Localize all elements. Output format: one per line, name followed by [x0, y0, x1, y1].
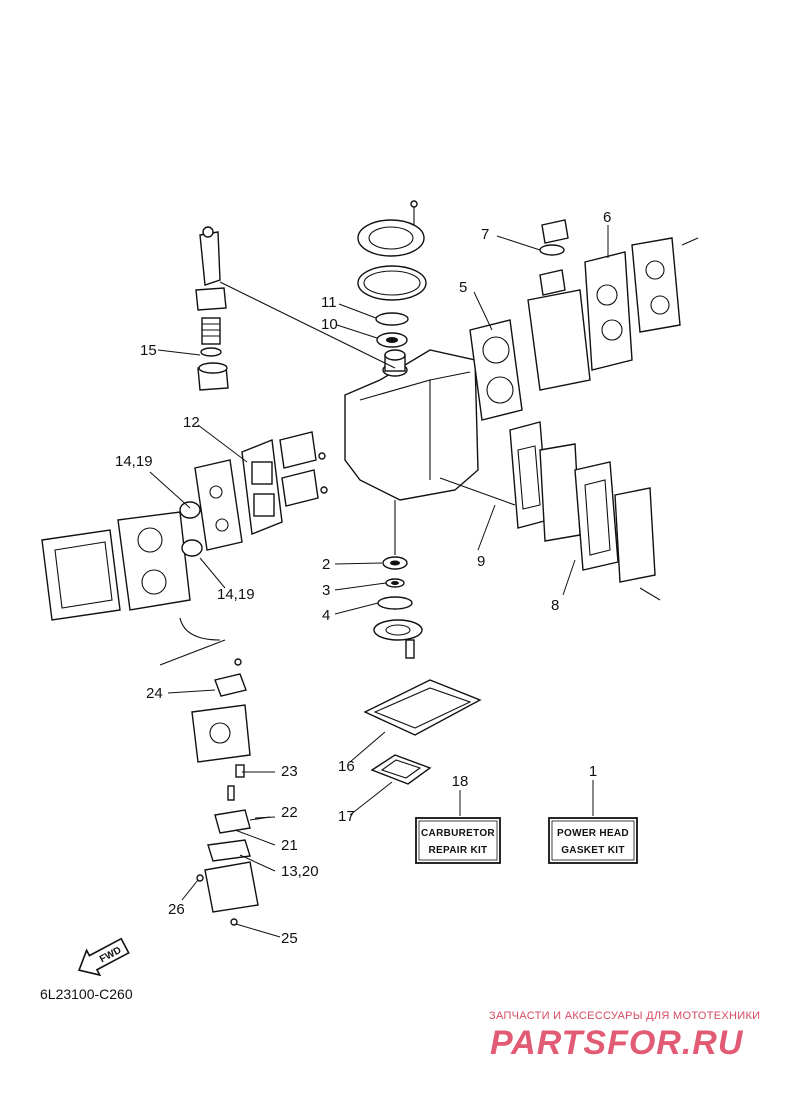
carb-kit-line2: REPAIR KIT	[429, 845, 488, 856]
carburetor-kit-box: CARBURETOR REPAIR KIT	[415, 817, 501, 864]
head-cover-gasket-part	[584, 251, 633, 371]
callout-10: 10	[321, 316, 338, 333]
base-gasket-16	[363, 679, 482, 736]
callout-17: 17	[338, 808, 355, 825]
oil-seal-2	[382, 556, 408, 570]
powerhead-kit-box: POWER HEAD GASKET KIT	[548, 817, 638, 864]
callout-11: 11	[321, 294, 337, 311]
powerhead-kit-line2: GASKET KIT	[561, 845, 625, 856]
callout-4: 4	[322, 607, 330, 624]
callout-13-20: 13,20	[281, 863, 319, 880]
carb-exploded-part	[191, 658, 271, 926]
callout-9: 9	[477, 553, 485, 570]
bearing-3	[385, 578, 405, 588]
callout-18: 18	[452, 773, 469, 790]
callout-15: 15	[140, 342, 157, 359]
thermostat-cover-part	[539, 219, 569, 296]
callout-21: 21	[281, 837, 298, 854]
fwd-arrow-icon: FWD	[77, 937, 130, 977]
top-cover-part	[357, 200, 425, 257]
callout-8: 8	[551, 597, 559, 614]
watermark-logo: PARTSFOR.RU	[490, 1024, 744, 1062]
powerhead-kit-line1: POWER HEAD	[557, 828, 629, 839]
gasket-top-part	[357, 265, 427, 301]
reed-valve-part	[194, 459, 243, 551]
callout-12: 12	[183, 414, 200, 431]
oil-seal-10	[376, 332, 408, 348]
callout-2: 2	[322, 556, 330, 573]
callout-6: 6	[603, 209, 611, 226]
callout-25: 25	[281, 930, 298, 947]
intake-manifold-part	[241, 431, 328, 535]
callout-26: 26	[168, 901, 185, 918]
lower-housing-part	[373, 619, 423, 659]
exhaust-plate-part	[539, 443, 581, 542]
carb-kit-line1: CARBURETOR	[421, 828, 495, 839]
callout-16: 16	[338, 758, 355, 775]
callout-14-19-bottom: 14,19	[217, 586, 255, 603]
head-gasket-part	[469, 319, 523, 421]
drawing-code: 6L23100-C260	[40, 986, 133, 1002]
callout-23: 23	[281, 763, 298, 780]
carburetor-body-part	[117, 501, 203, 611]
callout-14-19-top: 14,19	[115, 453, 153, 470]
head-cover-part	[631, 237, 699, 333]
callout-7: 7	[481, 226, 489, 243]
fuel-pump-part	[195, 226, 229, 391]
watermark-tagline: ЗАПЧАСТИ И АКСЕССУАРЫ ДЛЯ МОТОТЕХНИКИ	[489, 1010, 761, 1022]
exhaust-cover-gasket-part	[574, 461, 619, 571]
cylinder-block-part	[344, 349, 479, 501]
exhaust-cover-part	[614, 487, 661, 601]
o-ring-11	[375, 312, 409, 326]
silencer-cover-part	[41, 529, 121, 621]
leader-lines	[149, 225, 609, 938]
callout-22: 22	[281, 804, 298, 821]
callout-1: 1	[589, 763, 597, 780]
callout-5: 5	[459, 279, 467, 296]
callout-labels: 1 2 3 4 5 6 7 8 9 10 11 12 13,20 14,19 1…	[115, 209, 611, 947]
callout-3: 3	[322, 582, 330, 599]
callout-24: 24	[146, 685, 163, 702]
o-ring-4	[377, 596, 413, 610]
cylinder-head-part	[527, 289, 591, 391]
gasket-17	[370, 754, 432, 785]
